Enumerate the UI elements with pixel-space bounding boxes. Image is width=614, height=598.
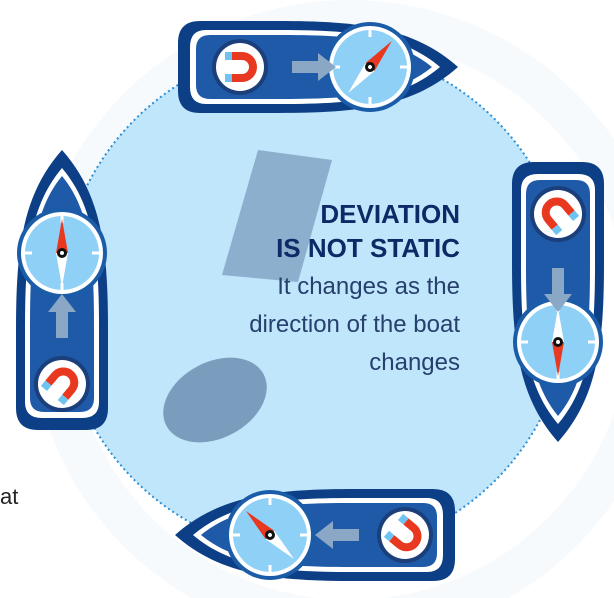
description-line-2: direction of the boat (249, 311, 460, 338)
description-line-1: It changes as the (277, 273, 460, 300)
heading-line-2: IS NOT STATIC (276, 233, 460, 263)
heading-line-1: DEVIATION (320, 199, 460, 229)
compass-icon (323, 20, 417, 114)
magnet-icon (212, 39, 268, 95)
edge-text-fragment: at (0, 484, 19, 509)
description-line-3: changes (369, 349, 460, 376)
compass-icon (15, 206, 109, 300)
compass-icon (223, 488, 317, 582)
exclamation-dot-shape (163, 357, 267, 443)
exclamation-bar-shape (222, 150, 332, 282)
